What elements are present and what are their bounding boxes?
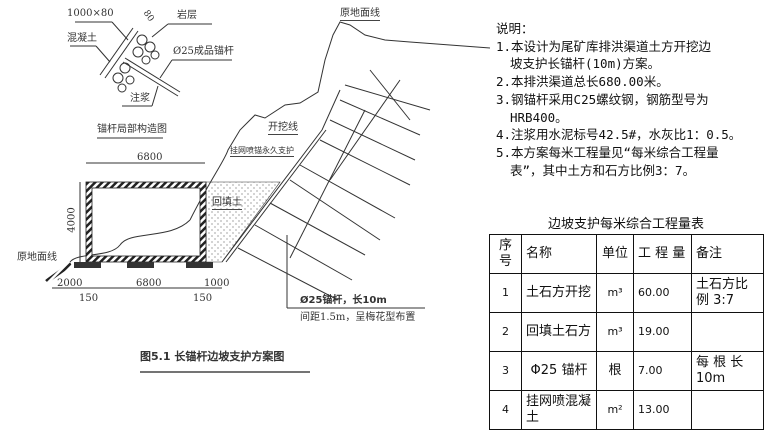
ground-line-label-top: 原地面线	[340, 8, 380, 21]
cell-remark: 土石方比例 3:7	[691, 273, 764, 313]
grout-label: 注浆	[130, 93, 150, 104]
dim-6800: 6800	[136, 278, 162, 289]
cell-index: 4	[489, 390, 522, 430]
table-title: 边坡支护每米综合工程量表	[547, 217, 704, 232]
cell-unit: m³	[596, 312, 634, 352]
backfill-label: 回填土	[212, 197, 242, 210]
note-line: 3.钢锚杆采用C25螺纹钢，钢筋型号为	[496, 91, 709, 107]
excavation-slope	[221, 129, 323, 263]
header-cell: 单位	[596, 234, 634, 274]
dim-wall-left: 150	[79, 293, 99, 304]
dim-1000: 1000	[204, 278, 230, 289]
ground-line-label-left: 原地面线	[17, 252, 57, 263]
cell-remark	[691, 390, 764, 430]
cell-name: 土石方开挖	[521, 273, 597, 313]
box-culvert	[86, 182, 206, 262]
note-line: 2.本排洪渠道总长680.00米。	[496, 74, 669, 90]
table-row: 2 回填土石方 m³ 19.00	[489, 312, 764, 352]
support-label: 挂网喷锚永久支护	[230, 146, 294, 157]
anchor-rod-label: Ø25成品锚杆	[173, 46, 234, 57]
cell-name: 挂网喷混凝土	[521, 390, 597, 430]
cell-unit: m²	[596, 390, 634, 430]
cell-quantity: 19.00	[633, 312, 692, 352]
table-row: 1 土石方开挖 m³ 60.00 土石方比例 3:7	[489, 273, 764, 313]
cell-name: 回填土石方	[521, 312, 597, 352]
header-cell: 序号	[489, 234, 522, 274]
note-line: 5.本方案每米工程量见“每米综合工程量	[496, 144, 719, 160]
anchor-spec-label: Ø25锚杆，长10m	[300, 295, 387, 306]
note-line: 坡支护长锚杆(10m)方案。	[510, 56, 661, 72]
cell-index: 1	[489, 273, 522, 313]
anchor-layout-label: 间距1.5m，呈梅花型布置	[300, 312, 416, 323]
plate-size-label: 1000×80	[67, 8, 114, 19]
dim-2000: 2000	[57, 278, 83, 289]
concrete-label: 混凝土	[67, 33, 97, 44]
header-cell: 工 程 量	[633, 234, 692, 274]
cell-unit: 根	[596, 351, 634, 391]
note-line: 1.本设计为尾矿库排洪渠道土方开挖边	[496, 38, 712, 54]
note-line: 4.注浆用水泥标号42.5#，水灰比1：0.5。	[496, 127, 742, 143]
cell-name: Φ25 锚杆	[521, 351, 597, 391]
cell-remark: 每 根 长 10m	[691, 351, 764, 391]
notes-block: 说明： 1.本设计为尾矿库排洪渠道土方开挖边 坡支护长锚杆(10m)方案。 2.…	[496, 20, 741, 179]
cell-remark	[691, 312, 764, 352]
header-cell: 备注	[691, 234, 764, 274]
cell-quantity: 7.00	[633, 351, 692, 391]
backfill-area	[205, 181, 281, 263]
top-width-dim: 6800	[137, 152, 163, 163]
dim-wall-right: 150	[193, 293, 213, 304]
rock-layer-label: 岩层	[177, 10, 197, 21]
anchor-detail-figure	[70, 21, 232, 139]
note-line: 表”，其中土方和石方比例3：7。	[510, 162, 696, 178]
header-cell: 名称	[521, 234, 597, 274]
note-line: HRB400。	[510, 109, 568, 125]
excavation-line-label: 开挖线	[268, 122, 298, 135]
table-row: 3 Φ25 锚杆 根 7.00 每 根 长 10m	[489, 351, 764, 391]
cell-index: 3	[489, 351, 522, 391]
figure-caption: 图5.1 长锚杆边坡支护方案图	[140, 350, 285, 363]
cell-quantity: 13.00	[633, 390, 692, 430]
cell-unit: m³	[596, 273, 634, 313]
table-header-row: 序号 名称 单位 工 程 量 备注	[489, 234, 764, 274]
anchor-rods	[237, 69, 431, 301]
quantity-table: 序号 名称 单位 工 程 量 备注 1 土石方开挖 m³ 60.00 土石方比例…	[489, 234, 764, 430]
cell-quantity: 60.00	[633, 273, 692, 313]
detail-title: 锚杆局部构造图	[97, 124, 167, 135]
notes-heading: 说明：	[496, 21, 534, 36]
height-dim: 4000	[66, 207, 78, 233]
table-row: 4 挂网喷混凝土 m² 13.00	[489, 390, 764, 430]
cell-index: 2	[489, 312, 522, 352]
